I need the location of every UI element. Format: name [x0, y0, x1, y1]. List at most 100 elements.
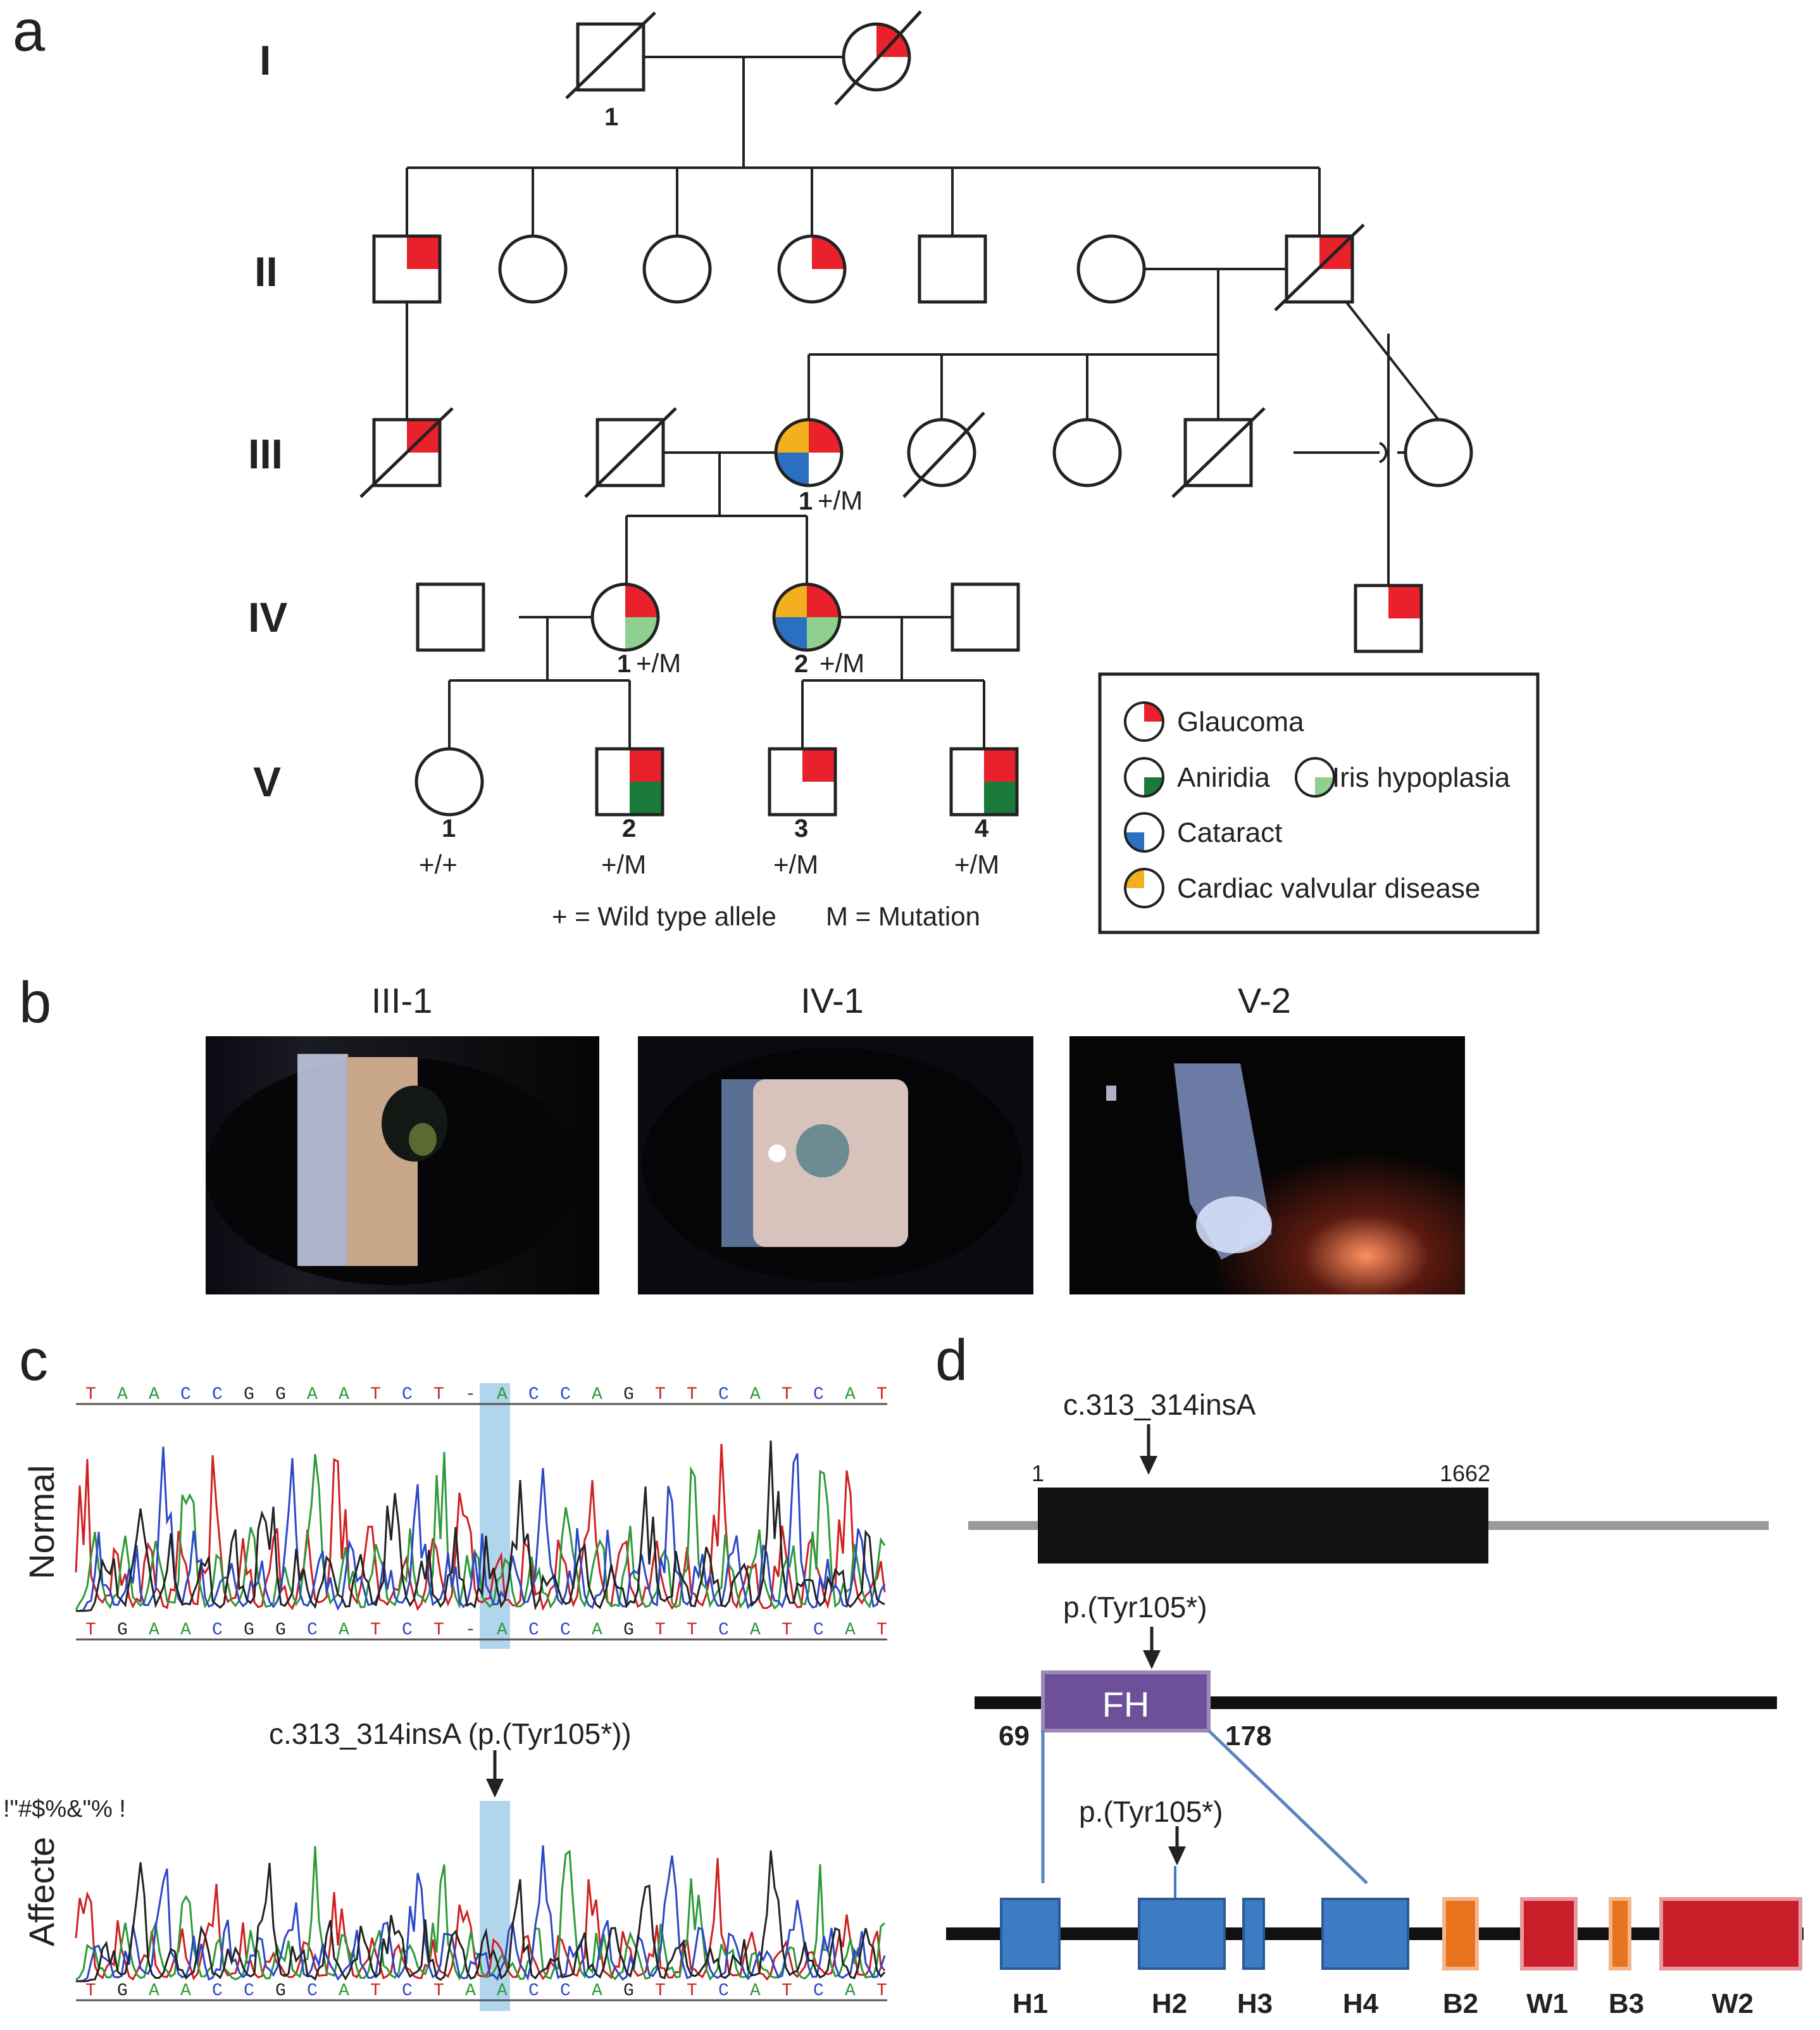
legend-aniridia-icon: [1124, 757, 1164, 798]
trace-line: [76, 1440, 885, 1612]
coding-region: [1038, 1488, 1488, 1563]
arrow-down-icon: [1143, 1627, 1161, 1669]
motif-label-H1: H1: [1013, 1988, 1048, 2019]
motif-label-H3: H3: [1237, 1988, 1273, 2019]
motif-W2: [1659, 1897, 1802, 1970]
cds-end: 1662: [1440, 1460, 1490, 1486]
individual-IV-3: [1354, 584, 1423, 653]
individual-II-6: [1076, 234, 1146, 304]
trace-line: [75, 1451, 886, 1610]
genotype-IV-2: +/M: [820, 648, 864, 678]
label-affected-garbled: !"#$%&"% !: [3, 1796, 126, 1822]
motif-label-B3: B3: [1609, 1988, 1644, 2019]
gen-label-III: III: [248, 430, 283, 477]
genotype-V-2: +/M: [601, 849, 646, 879]
legend-aniridia: Aniridia: [1177, 762, 1270, 793]
id-V-2: 2: [622, 815, 636, 843]
trace-line: [75, 1443, 886, 1612]
motif-label-H2: H2: [1152, 1988, 1187, 2019]
legend-box: [1098, 672, 1540, 934]
motif-B3: [1609, 1897, 1631, 1970]
legend-glaucoma-icon: [1124, 701, 1164, 742]
trace-line: [75, 1446, 886, 1612]
individual-IV-spouse-1: [416, 582, 485, 652]
legend-cardiac: Cardiac valvular disease: [1177, 873, 1480, 904]
genotype-V-1: +/+: [419, 849, 458, 879]
individual-V-1: [414, 747, 484, 817]
motif-H2: [1138, 1898, 1226, 1970]
id-IV-1: 1: [617, 650, 631, 678]
individual-V-3: [768, 747, 837, 817]
individual-I-1: [565, 11, 656, 99]
eye-photo-IV-1: [638, 1036, 1033, 1294]
individual-V-2: [595, 747, 664, 817]
protein-mutation-label-2: p.(Tyr105*): [1079, 1795, 1223, 1828]
legend-cardiac-icon: [1124, 868, 1164, 908]
motif-W1: [1520, 1897, 1578, 1970]
arrow-down-icon: [486, 1750, 504, 1798]
individual-IV-1: [590, 582, 660, 652]
cdna-mutation-label: c.313_314insA: [1063, 1388, 1256, 1421]
gen-label-I: I: [259, 37, 271, 84]
motif-label-W2: W2: [1712, 1988, 1754, 2019]
arrow-down-icon: [1168, 1826, 1186, 1865]
footnote-mutation: M = Mutation: [826, 901, 980, 931]
individual-II-5: [918, 234, 987, 304]
legend-glaucoma: Glaucoma: [1177, 706, 1304, 737]
id-V-1: 1: [442, 815, 456, 843]
individual-I-2: [834, 10, 922, 106]
legend-cataract-icon: [1124, 812, 1164, 853]
motif-label-B2: B2: [1443, 1988, 1478, 2019]
legend-iris-hypoplasia: Iris hypoplasia: [1332, 762, 1511, 793]
id-I-1: 1: [604, 103, 618, 131]
genotype-III-1: +/M: [818, 486, 863, 515]
label-normal: Normal: [22, 1465, 61, 1579]
panel-label-c: c: [19, 1328, 48, 1393]
gen-label-II: II: [254, 248, 278, 295]
mutation-label-c: c.313_314insA (p.(Tyr105*)): [269, 1717, 632, 1750]
gen-label-V: V: [253, 758, 281, 805]
individual-II-3: [642, 234, 712, 304]
motif-label-W1: W1: [1526, 1988, 1568, 2019]
id-V-4: 4: [975, 815, 989, 843]
gen-label-IV: IV: [248, 594, 287, 641]
individual-III-b: [584, 407, 677, 498]
genotype-V-4: +/M: [954, 849, 999, 879]
trace-line: [75, 1858, 886, 1981]
arrow-down-icon: [1140, 1424, 1157, 1475]
motif-H4: [1321, 1898, 1409, 1970]
panel-label-a: a: [13, 0, 46, 63]
panel-label-b: b: [19, 970, 51, 1035]
legend-cataract: Cataract: [1177, 817, 1282, 848]
individual-II-7: [1274, 223, 1365, 311]
genotype-V-3: +/M: [773, 849, 818, 879]
individual-IV-spouse-2: [951, 582, 1020, 652]
domain-start: 69: [999, 1720, 1030, 1751]
individual-II-1: [372, 234, 442, 304]
motif-label-H4: H4: [1343, 1988, 1379, 2019]
individual-III-4: [1052, 418, 1122, 487]
fh-domain: [1041, 1670, 1211, 1732]
motif-H1: [1000, 1898, 1061, 1970]
individual-II-4: [777, 234, 847, 304]
motif-H3: [1242, 1898, 1265, 1970]
zoom-line-right: [1207, 1729, 1368, 1884]
highlight-affected: [480, 1801, 510, 2011]
genotype-IV-1: +/M: [636, 648, 681, 678]
panel-label-d: d: [935, 1328, 968, 1393]
pedigree-lines: [406, 56, 1440, 749]
individual-II-2: [498, 234, 568, 304]
photo-caption-2: IV-1: [801, 981, 864, 1020]
id-V-3: 3: [794, 815, 808, 843]
individual-III-5: [1171, 407, 1266, 498]
photo-caption-1: III-1: [371, 981, 432, 1020]
chromatogram-affected-traces: [75, 1845, 886, 1983]
highlight-normal: [480, 1383, 510, 1649]
individual-III-a: [359, 407, 454, 498]
motif-B2: [1442, 1897, 1479, 1970]
eye-photo-V-2: [1069, 1036, 1465, 1294]
label-affected: Affecte: [22, 1837, 61, 1946]
